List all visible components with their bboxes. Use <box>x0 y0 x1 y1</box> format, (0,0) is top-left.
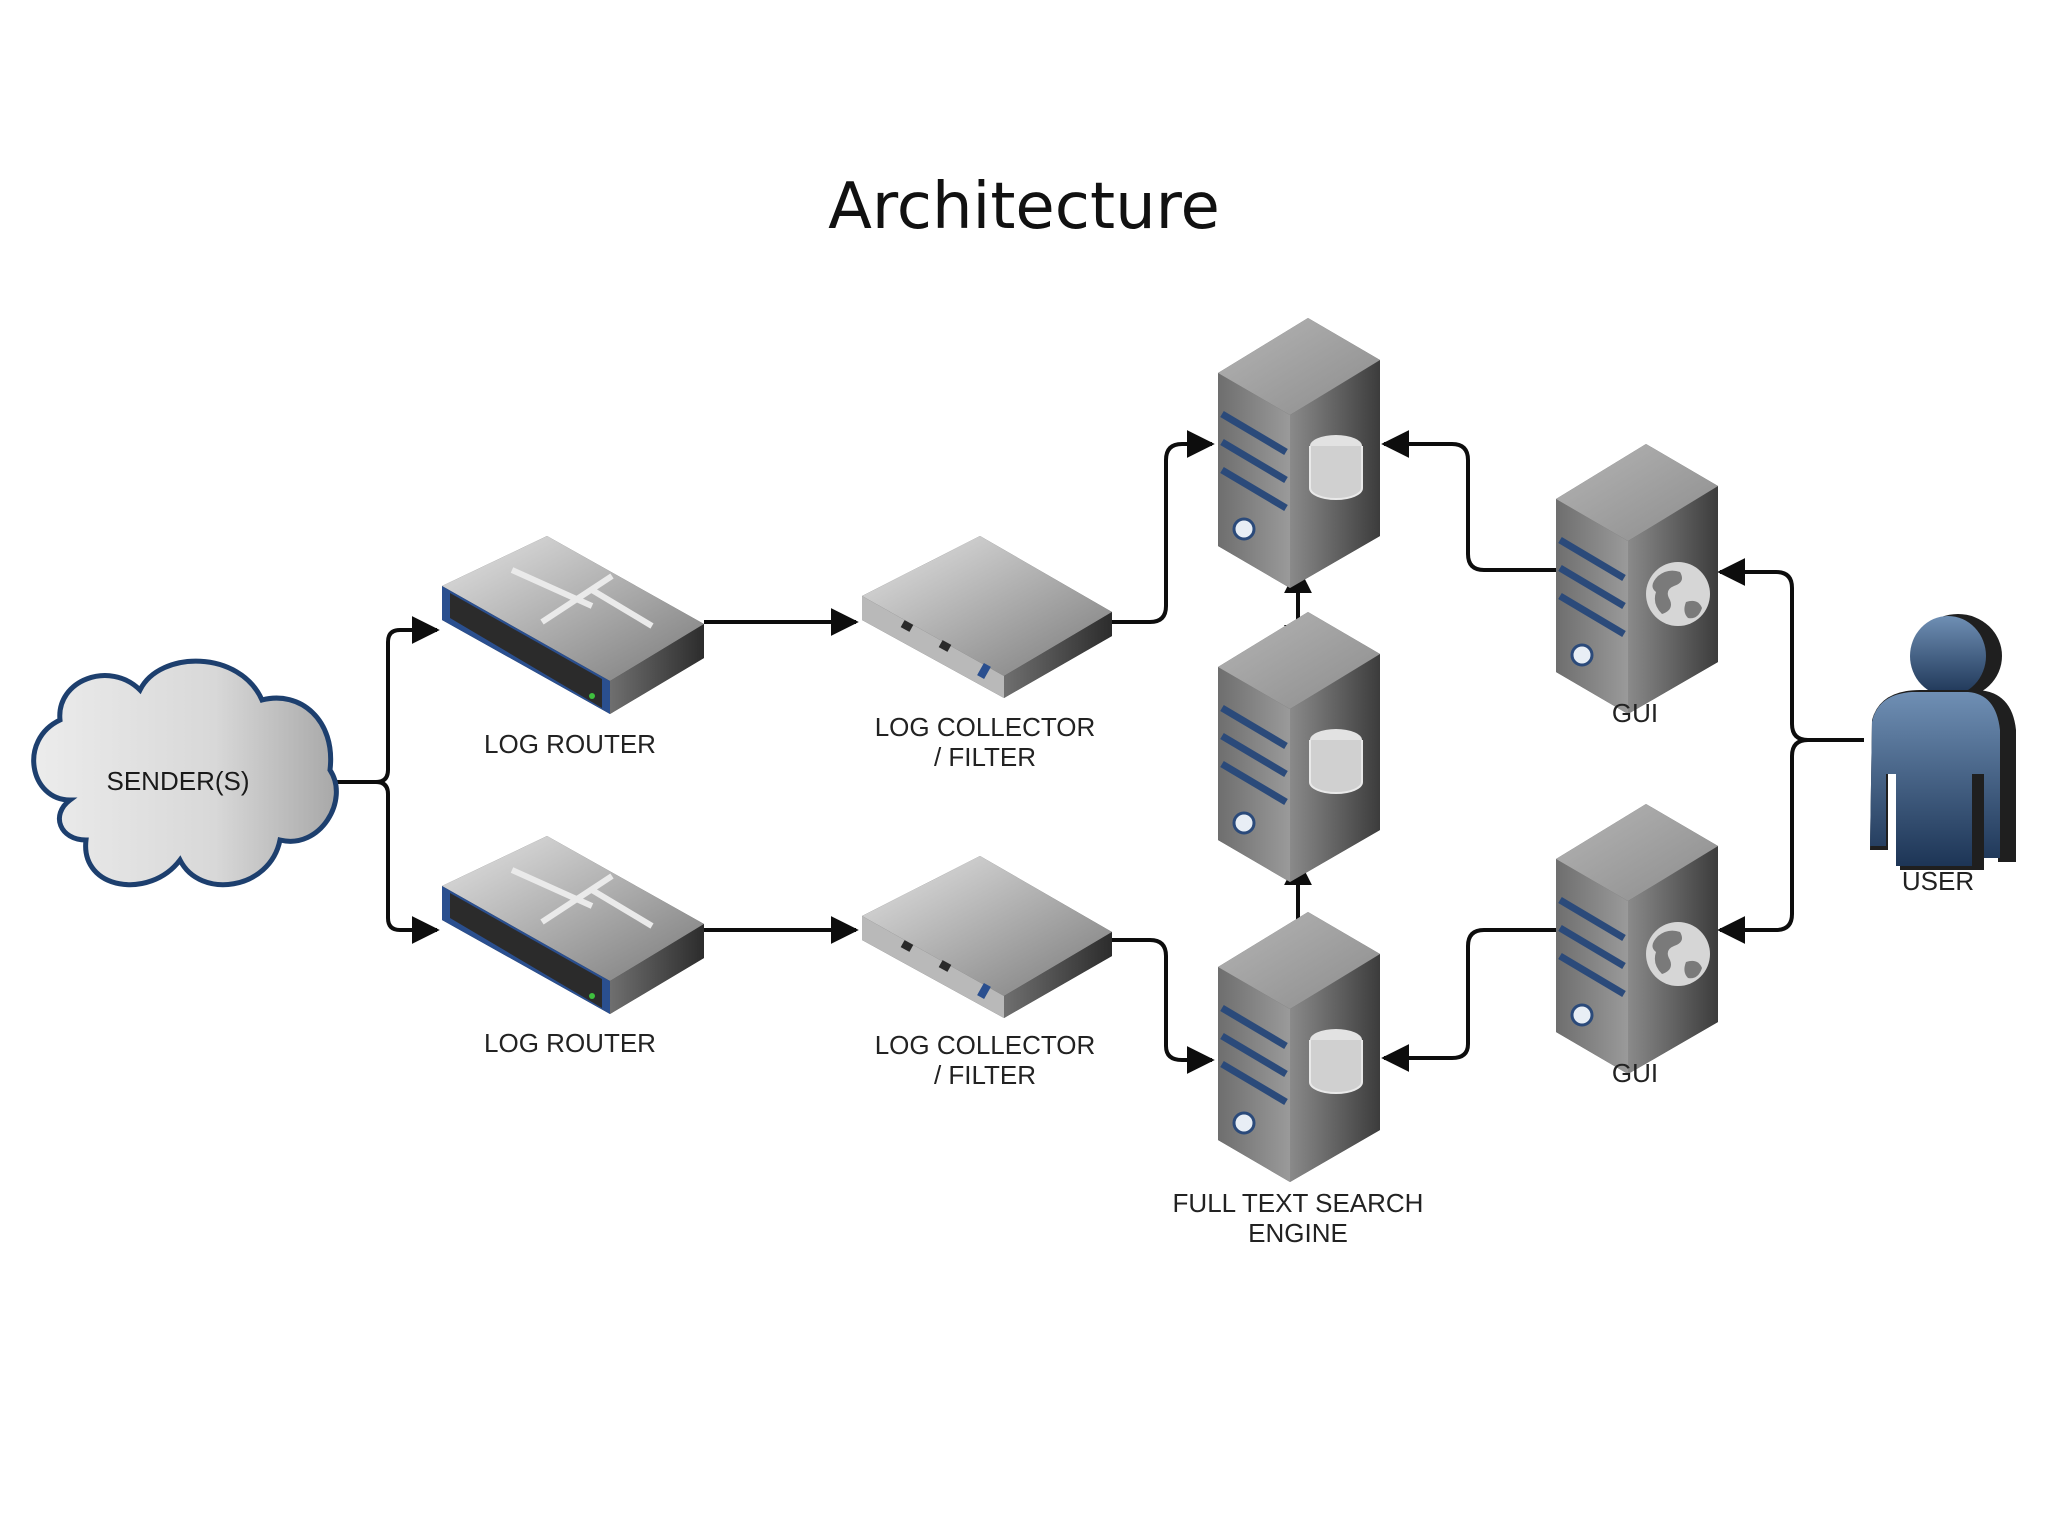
database-server-icon <box>1218 612 1380 882</box>
gui-top-to-db-top-connector <box>1381 430 1556 572</box>
log-router-top-label: LOG ROUTER <box>484 729 656 759</box>
gui-top-node: GUI <box>1556 444 1718 728</box>
log-collector-top-label-line1: LOG COLLECTOR <box>875 712 1096 742</box>
page-title: Architecture <box>828 170 1220 244</box>
network-switch-icon <box>442 836 704 1014</box>
senders-node: SENDER(S) <box>31 658 339 888</box>
gui-bottom-label: GUI <box>1612 1058 1658 1088</box>
rack-server-icon <box>862 856 1112 1018</box>
sender-to-router-bottom-connector <box>375 780 440 944</box>
log-collector-top-label-line2: / FILTER <box>934 742 1036 772</box>
log-router-bottom-node: LOG ROUTER <box>442 836 704 1058</box>
log-collector-bottom-node: LOG COLLECTOR / FILTER <box>862 856 1112 1090</box>
log-router-top-node: LOG ROUTER <box>442 536 704 759</box>
web-server-icon <box>1556 804 1718 1074</box>
sender-to-router-top-connector <box>336 616 440 784</box>
log-collector-top-node: LOG COLLECTOR / FILTER <box>862 536 1112 772</box>
database-server-icon <box>1218 912 1380 1182</box>
cloud-icon <box>31 658 339 888</box>
search-engine-label-line2: ENGINE <box>1248 1218 1348 1248</box>
database-server-icon <box>1218 318 1380 588</box>
log-collector-bottom-label-line2: / FILTER <box>934 1060 1036 1090</box>
collector-bottom-to-search-engine-connector <box>1112 938 1215 1074</box>
gui-bottom-to-search-engine-connector <box>1381 928 1556 1072</box>
rack-server-icon <box>862 536 1112 698</box>
gui-bottom-node: GUI <box>1556 804 1718 1088</box>
search-engine-node: FULL TEXT SEARCH ENGINE <box>1173 912 1424 1248</box>
database-server-top-node <box>1218 318 1380 588</box>
collector-top-to-db-top-connector <box>1112 430 1215 624</box>
search-engine-label-line1: FULL TEXT SEARCH <box>1173 1188 1424 1218</box>
user-to-gui-bottom-connector <box>1717 738 1809 944</box>
web-server-icon <box>1556 444 1718 714</box>
user-to-gui-top-connector <box>1717 558 1864 742</box>
user-icon <box>1870 614 2016 870</box>
log-collector-bottom-label-line1: LOG COLLECTOR <box>875 1030 1096 1060</box>
network-switch-icon <box>442 536 704 714</box>
gui-top-label: GUI <box>1612 698 1658 728</box>
database-server-middle-node <box>1218 612 1380 882</box>
user-label: USER <box>1902 866 1974 896</box>
log-router-bottom-label: LOG ROUTER <box>484 1028 656 1058</box>
user-node: USER <box>1870 614 2016 896</box>
senders-label: SENDER(S) <box>106 766 249 796</box>
